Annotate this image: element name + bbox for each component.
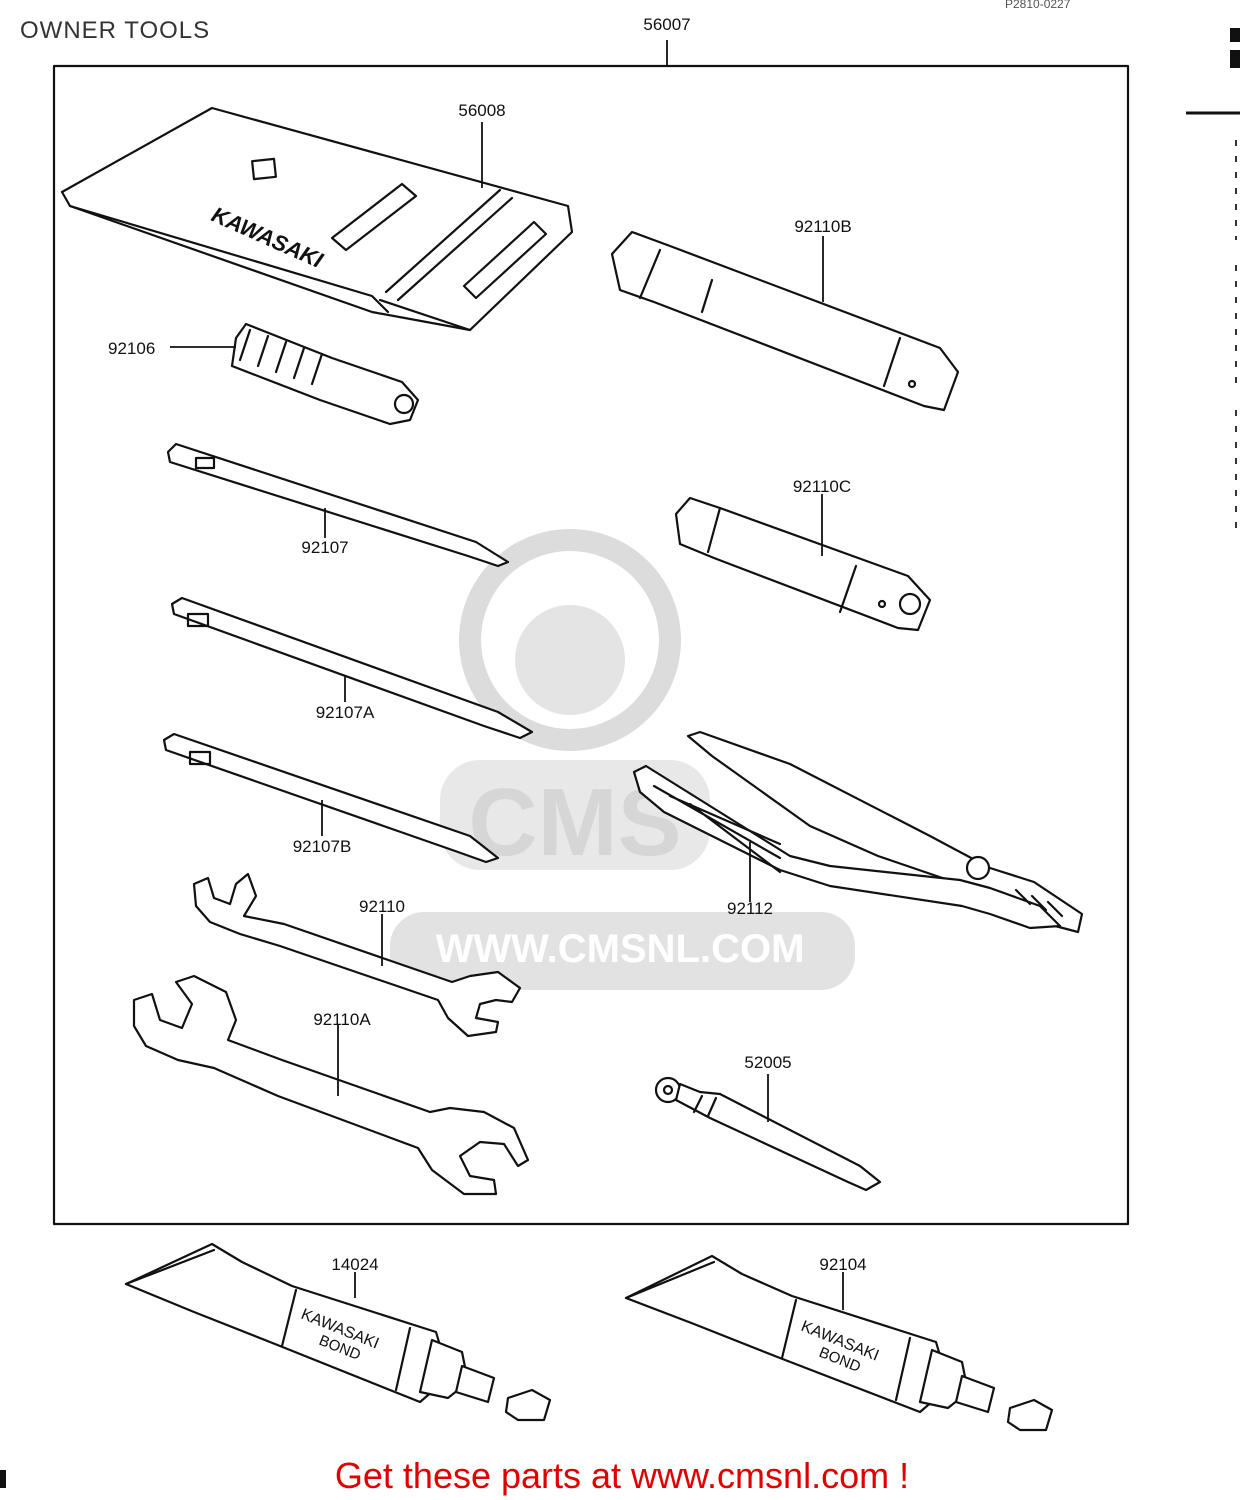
plug-wrench-92110b (610, 230, 960, 412)
part-label-56007: 56007 (643, 15, 690, 34)
bond-tube-92104: KAWASAKI BOND (624, 1254, 1054, 1432)
footer-cta-link[interactable]: Get these parts at www.cmsnl.com ! (335, 1455, 909, 1496)
part-label-92110a: 92110A (313, 1010, 371, 1029)
part-label-52005: 52005 (744, 1053, 791, 1072)
part-label-92104: 92104 (819, 1255, 866, 1274)
part-label-92107b: 92107B (293, 837, 352, 856)
wrench-92110 (192, 872, 522, 1038)
part-label-92110c: 92110C (793, 477, 851, 496)
bond-tube-14024: KAWASAKI BOND (124, 1242, 552, 1422)
pliers-92112 (632, 730, 1084, 934)
part-label-14024: 14024 (331, 1255, 378, 1274)
wrench-92110a (132, 974, 530, 1196)
plug-wrench-92110c (674, 496, 932, 632)
page-title: OWNER TOOLS (20, 17, 210, 44)
tool-kit-frame (52, 64, 1130, 1226)
part-label-92110b: 92110B (794, 217, 851, 236)
cmsnl-watermark: CMS WWW.CMSNL.COM (390, 529, 855, 990)
tool-bag: KAWASAKI (60, 106, 574, 332)
screwdriver-92107 (166, 442, 510, 568)
part-label-92107a: 92107A (316, 703, 375, 722)
screwdriver-handle-92106 (230, 322, 420, 426)
part-label-56008: 56008 (458, 101, 505, 120)
screwdriver-92107a (170, 596, 534, 740)
part-label-92110: 92110 (359, 897, 405, 916)
reference-code: P2810-0227 (1005, 0, 1071, 11)
watermark-url: WWW.CMSNL.COM (436, 927, 805, 971)
part-label-92107: 92107 (301, 538, 348, 557)
part-label-92106: 92106 (108, 339, 155, 358)
screwdriver-92107b (162, 732, 500, 864)
tire-gauge-52005 (654, 1076, 882, 1192)
part-label-92112: 92112 (727, 899, 773, 918)
adjacent-page-fragment (0, 28, 1240, 1488)
